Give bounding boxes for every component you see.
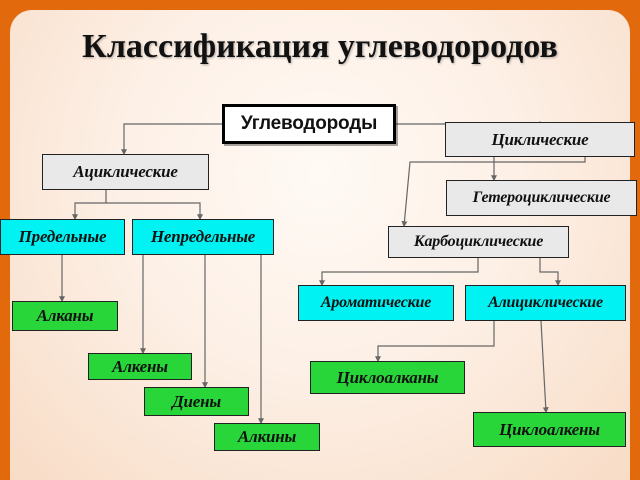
edge-acyclic-saturated xyxy=(72,190,107,221)
edge-carbo-alicyclic xyxy=(539,258,561,287)
node-alkynes: Алкины xyxy=(214,423,320,451)
node-cycloalkenes: Циклоалкены xyxy=(473,412,626,447)
node-alkanes: Алканы xyxy=(12,301,118,331)
node-hydrocarbons: Углеводороды xyxy=(222,104,396,144)
node-alkenes: Алкены xyxy=(88,353,192,380)
node-unsaturated: Непредельные xyxy=(132,219,274,255)
node-cyclic: Циклические xyxy=(445,122,635,157)
node-carbocyclic: Карбоциклические xyxy=(388,226,569,258)
node-saturated: Предельные xyxy=(0,219,125,255)
node-aromatic: Ароматические xyxy=(298,285,454,321)
edge-alicyclic-cycloalkenes xyxy=(540,320,549,414)
node-heterocyclic: Гетероциклические xyxy=(446,180,637,216)
edge-carbo-aromatic xyxy=(319,258,479,287)
node-alicyclic: Алициклические xyxy=(465,285,626,321)
node-dienes: Диены xyxy=(144,387,249,416)
diagram-title: Классификация углеводородов xyxy=(82,28,558,65)
node-cycloalkanes: Циклоалканы xyxy=(310,361,465,394)
edge-acyclic-unsaturated xyxy=(106,202,203,221)
edge-root-acyclic xyxy=(121,123,222,156)
node-acyclic: Ациклические xyxy=(42,154,209,190)
edge-alicyclic-cycloalkanes xyxy=(375,321,495,363)
edge-cyclic-carbocyclic xyxy=(401,157,586,228)
